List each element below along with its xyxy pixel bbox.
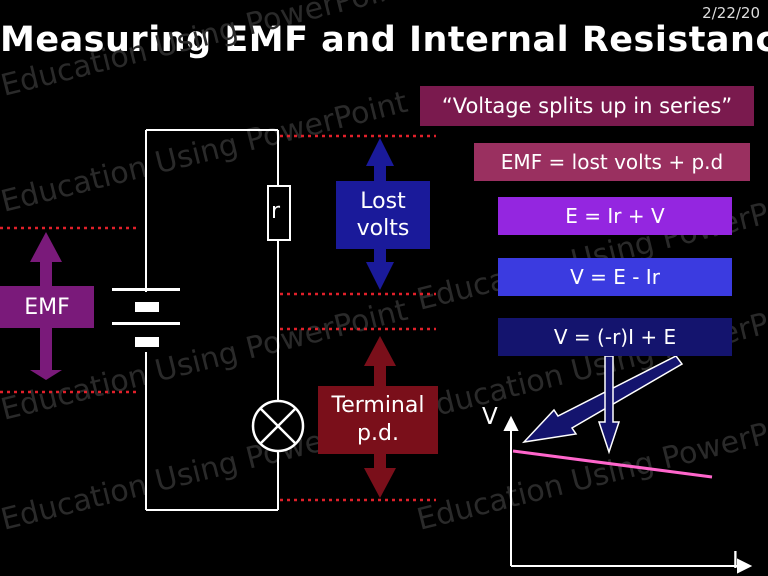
- dotted-guides: [0, 134, 436, 502]
- emf-equation-box: EMF = lost volts + p.d: [474, 143, 750, 181]
- cell-icon: [112, 288, 180, 347]
- slide-title: Measuring EMF and Internal Resistance: [0, 20, 768, 60]
- equation-box-3: V = (-r)I + E: [498, 318, 732, 356]
- resistor-icon: [267, 185, 291, 241]
- equation-box-1: E = Ir + V: [498, 197, 732, 235]
- lost-volts-label: Lost volts: [336, 181, 430, 249]
- intercept-pointer-arrow-icon: [597, 355, 621, 455]
- watermark-text: Education Using PowerPoint: [0, 0, 411, 104]
- resistor-label: r: [271, 199, 281, 224]
- slide-date: 2/22/20: [702, 4, 760, 22]
- graph-y-axis-label: V: [482, 404, 498, 430]
- voltage-split-note: “Voltage splits up in series”: [420, 86, 754, 126]
- graph-x-axis-label: I: [732, 548, 739, 574]
- equation-box-2: V = E - Ir: [498, 258, 732, 296]
- graph-line: [512, 449, 713, 479]
- circuit-wires: [145, 129, 279, 511]
- graph-axes: [503, 415, 753, 574]
- emf-label: EMF: [0, 286, 94, 328]
- watermark-text: Education Using PowerPoint: [413, 403, 768, 538]
- lamp-icon: [251, 399, 305, 453]
- gradient-pointer-arrow-icon: [521, 355, 684, 444]
- terminal-pd-label: Terminal p.d.: [318, 386, 438, 454]
